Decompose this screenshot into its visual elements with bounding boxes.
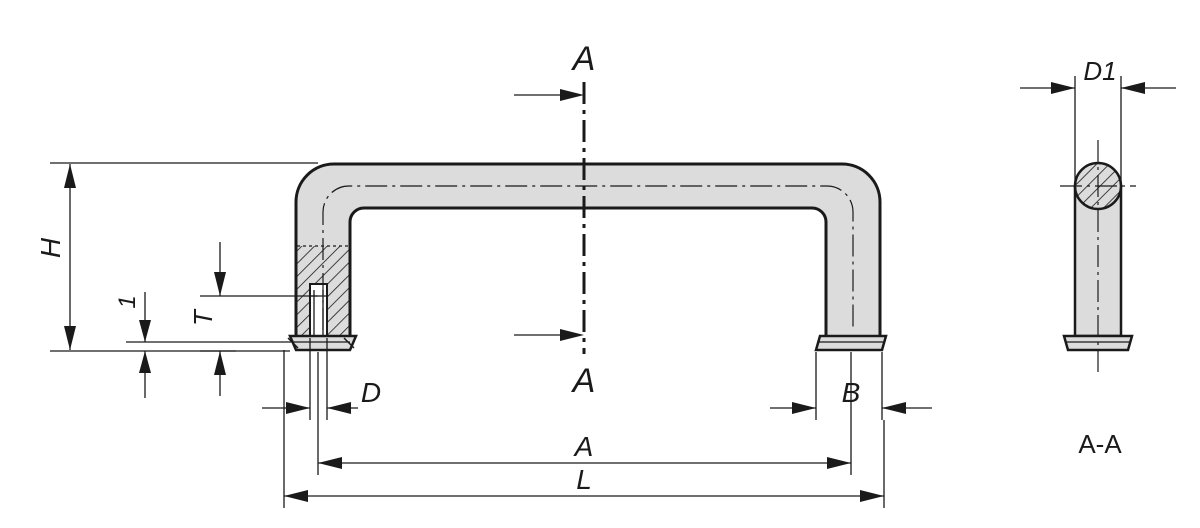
handle-outline xyxy=(294,162,882,336)
dimension-a: A xyxy=(317,352,852,475)
dim-label-h: H xyxy=(35,237,66,258)
dimension-h: H xyxy=(35,162,318,352)
left-foot xyxy=(288,334,358,352)
dim-label-a: A xyxy=(573,431,594,462)
dimension-1: 1 xyxy=(114,292,296,398)
section-view-a-a: D1 A-A xyxy=(1020,56,1176,459)
right-foot xyxy=(814,334,888,352)
dimension-d: D xyxy=(262,338,381,420)
dim-label-l: L xyxy=(576,464,592,495)
dim-label-d1: D1 xyxy=(1083,56,1116,86)
section-label-top: A xyxy=(571,40,596,78)
dim-label-d: D xyxy=(361,377,381,408)
handle-front-view xyxy=(287,162,888,352)
dimension-t: T xyxy=(188,242,318,396)
handle-body xyxy=(296,164,880,336)
handle-centerline xyxy=(322,185,854,330)
dim-label-1: 1 xyxy=(114,295,141,308)
section-view-title: A-A xyxy=(1078,429,1122,459)
dim-label-t: T xyxy=(188,308,218,326)
thread-hole xyxy=(309,283,328,337)
section-cut-line: A A xyxy=(514,40,595,400)
dimension-l: L xyxy=(283,420,885,508)
section-label-bottom: A xyxy=(571,362,596,400)
